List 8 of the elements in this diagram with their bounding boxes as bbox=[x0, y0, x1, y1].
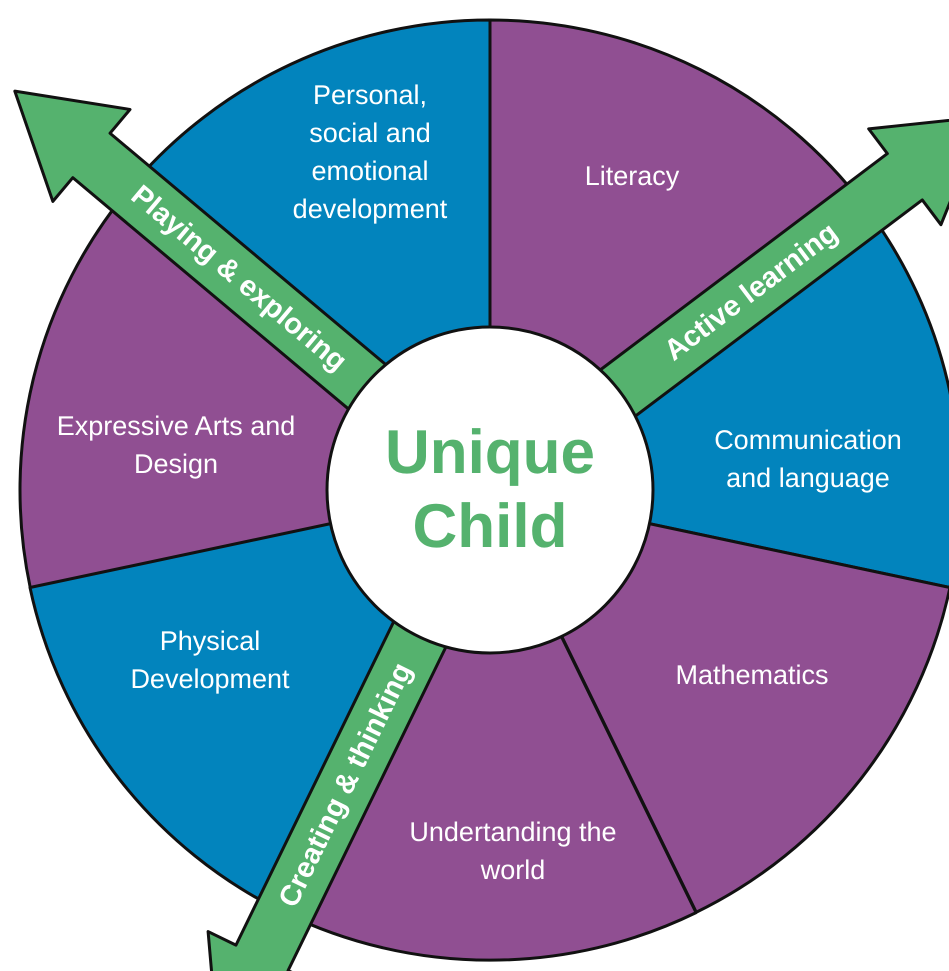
segment-label: Physical Development bbox=[129, 624, 291, 696]
segment-label: Communication and language bbox=[713, 424, 903, 495]
segment-label: Personal, social and emotional development bbox=[292, 79, 448, 226]
segment-label: Undertanding the world bbox=[408, 816, 618, 887]
segment-label: Expressive Arts and Design bbox=[56, 410, 296, 481]
segment-label: Literacy bbox=[584, 160, 680, 193]
segment-label: Mathematics bbox=[674, 658, 830, 692]
center-label: Unique Child bbox=[384, 417, 596, 563]
